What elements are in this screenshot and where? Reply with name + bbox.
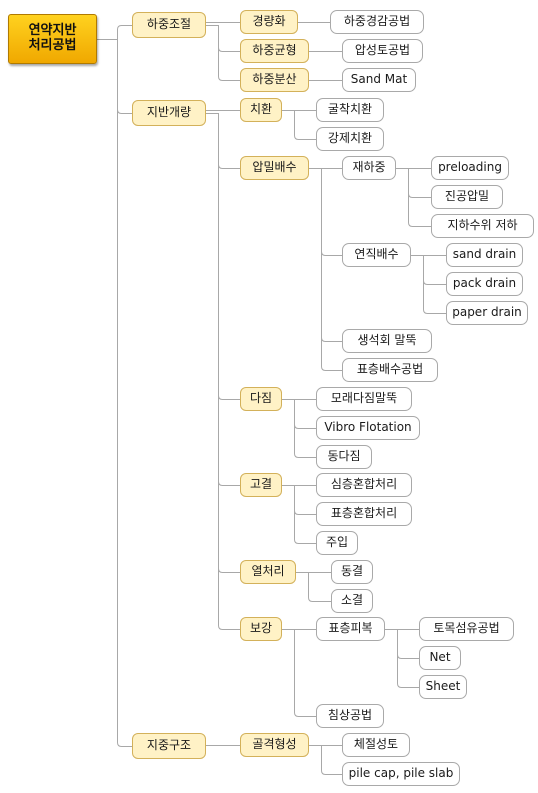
topic-lightweight[interactable]: 경량화 [240, 10, 298, 34]
connector-line [206, 113, 240, 400]
topic-reinforcement[interactable]: 보강 [240, 617, 282, 641]
topic-shallow-mixing[interactable]: 표층혼합처리 [316, 502, 412, 526]
topic-freezing[interactable]: 동결 [331, 560, 373, 584]
topic-heat-treatment[interactable]: 열처리 [240, 560, 296, 584]
connector-line [97, 39, 132, 747]
topic-paper-drain[interactable]: paper drain [446, 301, 528, 325]
topic-surface-covering[interactable]: 표층피복 [316, 617, 385, 641]
topic-vibro-flotation[interactable]: Vibro Flotation [316, 416, 420, 440]
topic-pile-cap-slab[interactable]: pile cap, pile slab [342, 762, 460, 786]
connector-line [282, 399, 316, 429]
topic-load-balance[interactable]: 하중균형 [240, 39, 309, 63]
connector-line [396, 168, 431, 198]
connector-line [396, 168, 431, 227]
topic-pack-drain[interactable]: pack drain [446, 272, 523, 296]
topic-load-control[interactable]: 하중조절 [132, 12, 206, 38]
root-title-line-2: 처리공법 [28, 38, 77, 53]
topic-grouting[interactable]: 주입 [316, 531, 358, 555]
connector-line [385, 629, 419, 659]
topic-sintering[interactable]: 소결 [331, 589, 373, 613]
connector-line [411, 255, 446, 285]
connector-line [206, 25, 240, 52]
topic-consolidation-drainage[interactable]: 압밀배수 [240, 156, 309, 180]
topic-forced-replacement[interactable]: 강제치환 [316, 127, 384, 151]
topic-surface-drainage[interactable]: 표층배수공법 [342, 358, 438, 382]
root-topic[interactable]: 연약지반 처리공법 [8, 14, 97, 64]
topic-groundwater-lowering[interactable]: 지하수위 저하 [431, 214, 534, 238]
topic-vacuum-consolidation[interactable]: 진공압밀 [431, 185, 503, 209]
topic-excavation-replacement[interactable]: 굴착치환 [316, 98, 384, 122]
connector-line [206, 25, 240, 81]
topic-underground-structure[interactable]: 지중구조 [132, 733, 206, 759]
topic-cofferdam-fill[interactable]: 체절성토 [342, 733, 410, 757]
connector-line [206, 113, 240, 169]
topic-load-spread[interactable]: 하중분산 [240, 68, 309, 92]
topic-sand-compaction-pile[interactable]: 모래다짐말뚝 [316, 387, 412, 411]
topic-dynamic-compaction[interactable]: 동다짐 [316, 445, 372, 469]
connector-line [206, 113, 240, 486]
connector-line [97, 25, 132, 40]
topic-mattress-method[interactable]: 침상공법 [316, 704, 384, 728]
topic-sand-drain[interactable]: sand drain [446, 243, 523, 267]
connector-line [296, 572, 331, 602]
connector-line [385, 629, 419, 688]
connector-line [206, 113, 240, 630]
topic-ground-improvement[interactable]: 지반개량 [132, 100, 206, 126]
topic-solidification[interactable]: 고결 [240, 473, 282, 497]
connector-line [411, 255, 446, 314]
topic-vertical-drain[interactable]: 연직배수 [342, 243, 411, 267]
connector-line [309, 168, 342, 371]
topic-counterweight-fill[interactable]: 압성토공법 [342, 39, 423, 63]
topic-quicklime-pile[interactable]: 생석회 말뚝 [342, 329, 432, 353]
topic-sand-mat[interactable]: Sand Mat [342, 68, 416, 92]
connector-line [282, 399, 316, 458]
connector-line [206, 113, 240, 573]
connector-line [282, 485, 316, 544]
topic-net[interactable]: Net [419, 646, 461, 670]
connector-line [282, 485, 316, 515]
connector-line [309, 745, 342, 775]
topic-compaction[interactable]: 다짐 [240, 387, 282, 411]
topic-geotextile-method[interactable]: 토목섬유공법 [419, 617, 514, 641]
topic-sheet[interactable]: Sheet [419, 675, 467, 699]
topic-replacement[interactable]: 치환 [240, 98, 282, 122]
connector-line [309, 168, 342, 256]
topic-deep-mixing[interactable]: 심층혼합처리 [316, 473, 412, 497]
connector-line [97, 39, 132, 114]
connector-line [282, 110, 316, 140]
topic-frame-forming[interactable]: 골격형성 [240, 733, 309, 757]
topic-surcharge[interactable]: 재하중 [342, 156, 396, 180]
root-title-line-1: 연약지반 [28, 23, 77, 39]
connector-line [282, 629, 316, 717]
topic-load-reduction-method[interactable]: 하중경감공법 [330, 10, 424, 34]
topic-preloading[interactable]: preloading [431, 156, 509, 180]
